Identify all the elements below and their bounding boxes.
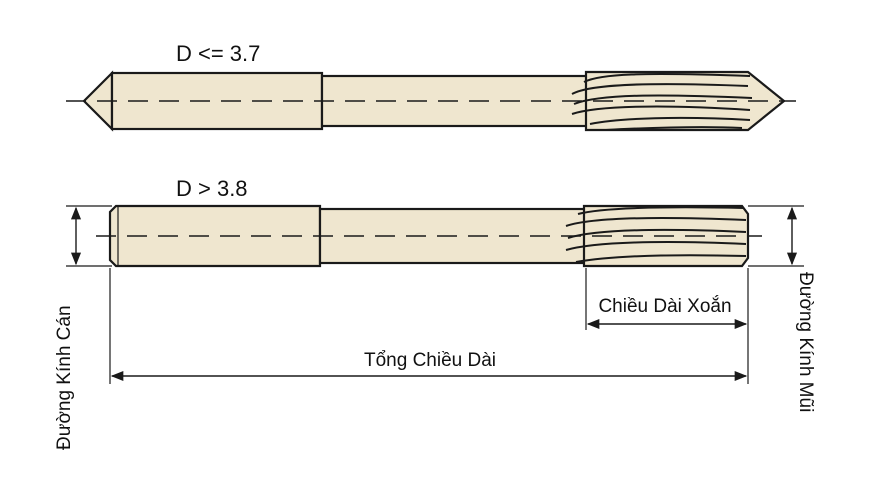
bottom-reamer-shank <box>108 204 322 268</box>
top-reamer <box>66 70 796 132</box>
bottom-caption: D > 3.8 <box>176 176 248 201</box>
overall-length-label: Tổng Chiều Dài <box>364 350 496 371</box>
tip-diameter-dimension <box>748 205 804 267</box>
flute-length-dimension <box>585 268 748 330</box>
shank-diameter-label: Đường Kính Cán <box>54 305 75 450</box>
tip-diameter-label: Đường Kính Mũi <box>795 272 816 412</box>
overall-length-dimension <box>109 268 749 384</box>
bottom-reamer <box>96 204 762 268</box>
top-reamer-flutes-body <box>584 70 786 132</box>
top-caption: D <= 3.7 <box>176 41 260 66</box>
shank-diameter-dimension <box>66 205 112 267</box>
top-reamer-flute-lines <box>571 73 753 131</box>
flute-length-label: Chiều Dài Xoắn <box>598 295 731 317</box>
